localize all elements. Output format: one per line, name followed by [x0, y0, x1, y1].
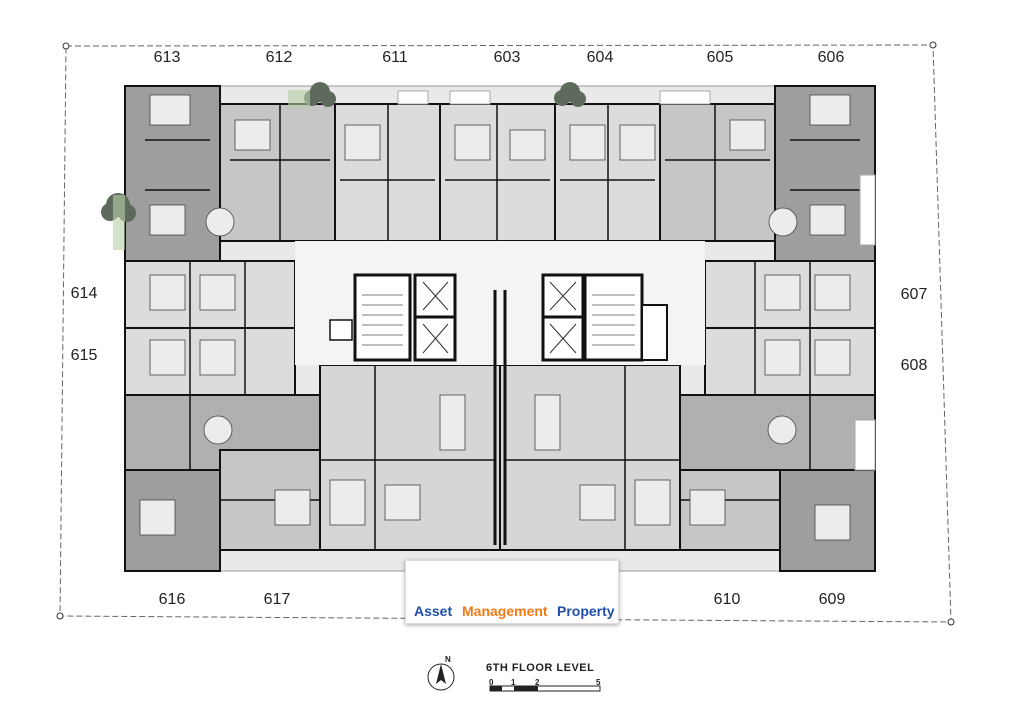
unit-label-604: 604 [586, 49, 614, 66]
north-label: N [445, 655, 451, 664]
floor-title: 6TH FLOOR LEVEL [486, 662, 595, 674]
tree-icon [101, 82, 586, 250]
logo-word-property: Property [557, 603, 615, 619]
unit-label-606: 606 [817, 49, 845, 66]
furniture [139, 94, 851, 541]
unit-label-603: 603 [493, 49, 521, 66]
scale-tick-5: 5 [596, 678, 601, 687]
building-footprint [124, 85, 876, 572]
unit-label-614: 614 [70, 285, 98, 302]
unit-608b-area [679, 394, 876, 471]
scale-tick-2: 2 [535, 678, 540, 687]
unit-label-611: 611 [382, 49, 408, 66]
scale-tick-1: 1 [511, 678, 516, 687]
company-logo: Asset Management Property [405, 560, 619, 624]
logo-word-asset: Asset [414, 603, 453, 619]
scale-tick-0: 0 [489, 678, 494, 687]
interior-walls [145, 104, 860, 550]
north-arrow-icon [427, 663, 455, 691]
central-core [329, 273, 668, 545]
unit-label-612: 612 [265, 49, 293, 66]
scale-bar [489, 685, 601, 692]
unit-label-610: 610 [713, 591, 741, 608]
unit-label-613: 613 [153, 49, 181, 66]
unit-label-615: 615 [70, 347, 98, 364]
unit-label-617: 617 [263, 591, 291, 608]
logo-word-management: Management [462, 603, 548, 619]
unit-label-607: 607 [900, 286, 928, 303]
unit-label-609: 609 [818, 591, 846, 608]
unit-label-616: 616 [158, 591, 186, 608]
unit-label-608: 608 [900, 357, 928, 374]
unit-label-605: 605 [706, 49, 734, 66]
